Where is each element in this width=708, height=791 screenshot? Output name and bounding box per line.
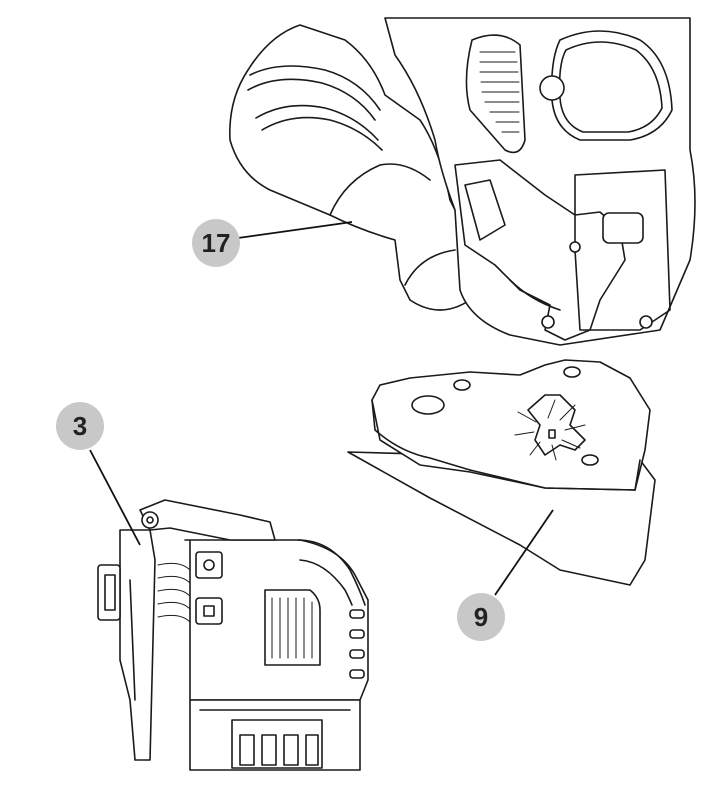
callout-9-label: 9 [474,602,488,632]
callout-9: 9 [457,593,505,641]
tool-side-view-illustration [97,499,369,771]
leader-line-9 [494,509,554,596]
leader-line-3 [89,449,141,546]
callout-9-circle [457,593,505,641]
callout-17-label: 17 [202,228,231,258]
sanding-pad-illustration [347,359,656,586]
callout-3-label: 3 [73,411,87,441]
callout-3-circle [56,402,104,450]
callout-17-circle [192,219,240,267]
leader-line-17 [237,221,353,239]
callout-3: 3 [56,402,104,450]
callout-17: 17 [192,219,240,267]
tool-head-illustration [229,17,696,346]
